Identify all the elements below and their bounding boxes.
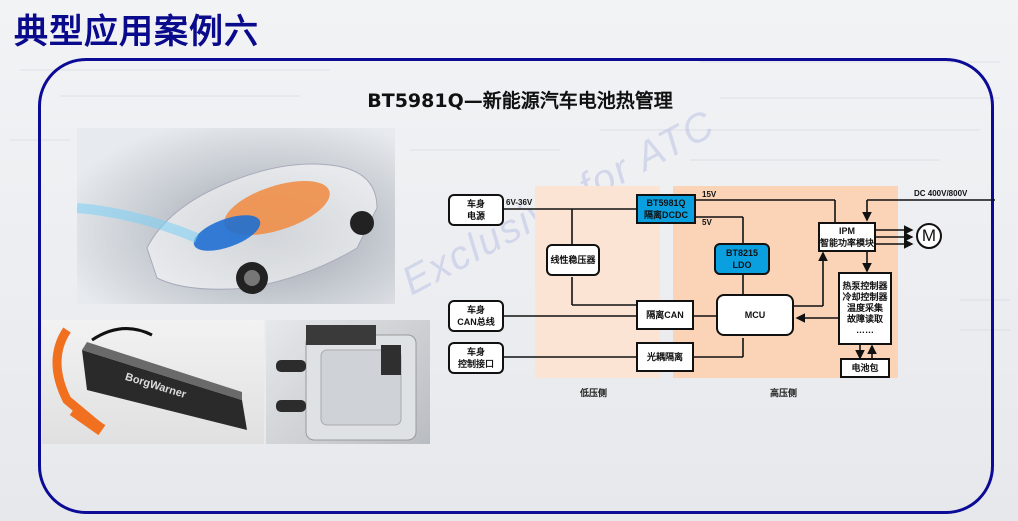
wiring — [504, 199, 995, 360]
mcu-block: MCU — [716, 294, 794, 336]
optocoupler-block: 光耦隔离 — [636, 342, 694, 372]
car-thermal-photo — [77, 128, 395, 304]
high-side-label: 高压侧 — [770, 388, 798, 398]
body-power-block: 车身 电源 — [448, 194, 504, 226]
heater-illustration — [52, 327, 247, 436]
5v-label: 5V — [702, 218, 712, 227]
slide-title: BT5981Q—新能源汽车电池热管理 — [367, 90, 673, 112]
coolant-module-photo — [266, 320, 430, 444]
bt5981q-dcdc-block: BT5981Q 隔离DCDC — [636, 194, 696, 224]
thermal-controllers-block: 热泵控制器 冷却控制器 温度采集 故障读取 …… — [838, 272, 892, 345]
module-illustration — [276, 325, 417, 441]
linear-regulator-block: 线性稳压器 — [546, 244, 600, 276]
low-side-label: 低压侧 — [580, 388, 608, 398]
car-illustration — [77, 163, 378, 294]
bt8215-ldo-block: BT8215 LDO — [714, 243, 770, 275]
body-can-block: 车身 CAN总线 — [448, 300, 504, 332]
body-control-block: 车身 控制接口 — [448, 342, 504, 374]
block-diagram: 车身 电源 车身 CAN总线 车身 控制接口 线性稳压器 BT5981Q 隔离D… — [440, 180, 1010, 405]
isolated-can-block: 隔离CAN — [636, 300, 694, 330]
content-frame — [38, 58, 994, 514]
page-title: 典型应用案例六 — [14, 12, 259, 52]
motor-icon: M — [916, 223, 942, 249]
battery-pack-block: 电池包 — [840, 358, 890, 378]
dc-bus-label: DC 400V/800V — [914, 189, 968, 198]
input-voltage-label: 6V-36V — [506, 198, 533, 207]
15v-label: 15V — [702, 190, 717, 199]
heater-photo: BorgWarner — [42, 320, 264, 444]
ipm-block: IPM 智能功率模块 — [818, 222, 876, 252]
